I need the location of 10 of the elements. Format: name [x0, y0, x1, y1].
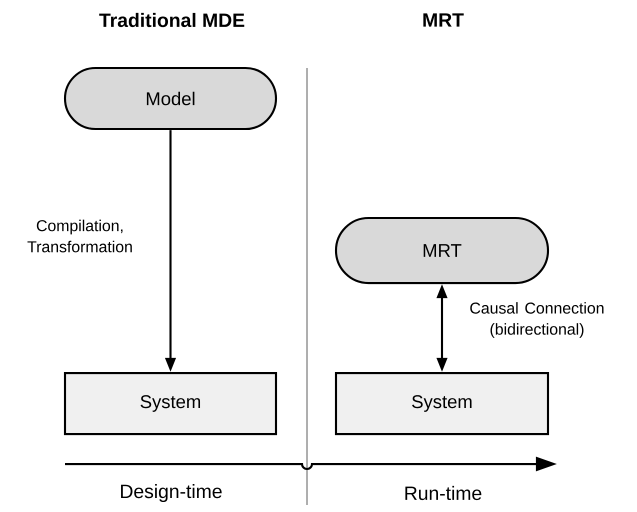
edge-label: Causal Connection (bidirectional) [470, 302, 604, 338]
edge-label: Compilation, Transformation [27, 220, 132, 252]
rounded-box: Model [64, 66, 278, 130]
rounded-box: MRT [334, 216, 550, 284]
column-heading: Traditional MDE [99, 12, 244, 28]
phase-label: Run-time [405, 486, 482, 500]
process-box: System [64, 372, 278, 436]
phase-label: Design-time [121, 484, 222, 502]
process-box: System [334, 372, 550, 436]
column-heading: MRT [423, 13, 464, 27]
